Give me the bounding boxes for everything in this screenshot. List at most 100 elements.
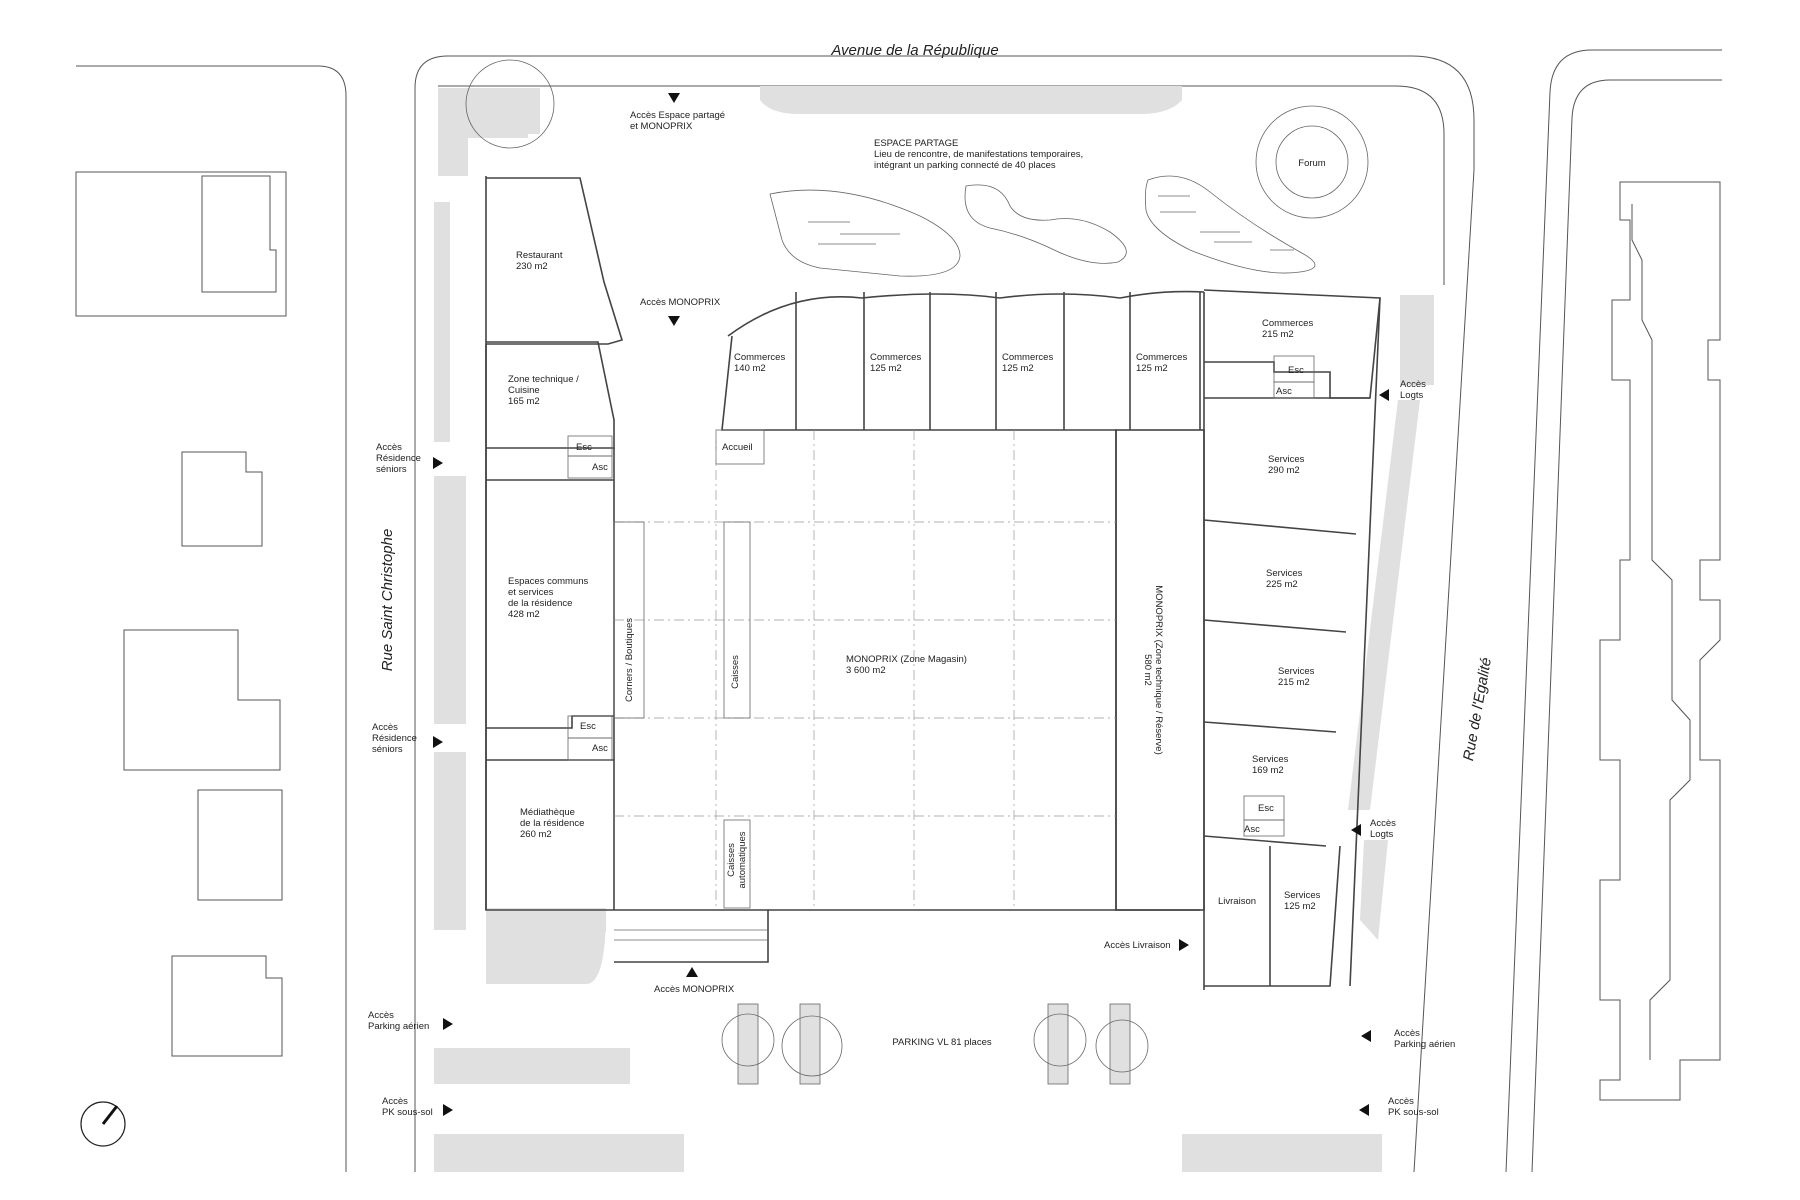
access-arrow-icon [668, 93, 680, 103]
building-outline [485, 176, 1381, 990]
access-arrow-icon [686, 967, 698, 977]
asc-label-line: Asc [592, 462, 608, 473]
esc-label: Esc [580, 721, 596, 732]
asc-label: Asc [1244, 824, 1260, 835]
access-parking-aerien-east-line: Parking aérien [1394, 1039, 1455, 1050]
room-espace-partage-line: intégrant un parking connecté de 40 plac… [874, 160, 1056, 171]
room-zone-technique-cuisine-line: Cuisine [508, 385, 540, 396]
room-monoprix-magasin-line: MONOPRIX (Zone Magasin) [846, 654, 967, 665]
room-services-2-line: 225 m2 [1266, 579, 1298, 590]
room-services-5-line: 125 m2 [1284, 901, 1316, 912]
room-services-4-line: Services [1252, 754, 1289, 765]
room-espace-partage-line: ESPACE PARTAGE [874, 138, 958, 149]
room-monoprix-magasin: MONOPRIX (Zone Magasin)3 600 m2 [846, 654, 967, 676]
room-commerces-2-line: Commerces [870, 352, 921, 363]
room-services-1-line: Services [1268, 454, 1305, 465]
access-livraison-line: Accès Livraison [1104, 940, 1171, 951]
room-livraison-line: Livraison [1218, 896, 1256, 907]
room-restaurant-line: Restaurant [516, 250, 563, 261]
access-pk-sous-sol-west-line: Accès [382, 1096, 408, 1107]
access-pk-sous-sol-west-line: PK sous-sol [382, 1107, 433, 1118]
room-corners: Corners / Boutiques [624, 618, 635, 702]
access-espace-partage-monoprix-line: et MONOPRIX [630, 121, 693, 132]
access-parking-aerien-west-line: Accès [368, 1010, 394, 1021]
room-espace-partage-line: Lieu de rencontre, de manifestations tem… [874, 149, 1083, 160]
access-monoprix-north-line: Accès MONOPRIX [640, 297, 721, 308]
esc-label: Esc [1258, 803, 1274, 814]
plaza-islands [769, 105, 1369, 277]
esc-label: Esc [576, 442, 592, 453]
room-zone-technique-cuisine-line: 165 m2 [508, 396, 540, 407]
access-espace-partage-monoprix-line: Accès Espace partagé [630, 110, 725, 121]
room-forum: Forum [1298, 158, 1326, 169]
esc-label-line: Esc [1288, 365, 1304, 376]
access-livraison: Accès Livraison [1104, 940, 1171, 951]
asc-label: Asc [592, 462, 608, 473]
north-arrow-icon [80, 1101, 126, 1147]
room-commerces-1-line: Commerces [734, 352, 785, 363]
room-commerces-4-line: 125 m2 [1136, 363, 1168, 374]
access-residence-seniors-1-line: Résidence [376, 453, 421, 464]
room-commerces-3-line: 125 m2 [1002, 363, 1034, 374]
access-logts-2-line: Logts [1370, 829, 1393, 840]
room-monoprix-reserve-line: MONOPRIX (Zone technique / Réserve) [1153, 585, 1164, 754]
room-parking: PARKING VL 81 places [892, 1037, 992, 1048]
context-buildings-east [1599, 181, 1721, 1101]
room-mediatheque-line: de la résidence [520, 818, 584, 829]
asc-label-line: Asc [1244, 824, 1260, 835]
room-services-2-line: Services [1266, 568, 1303, 579]
room-zone-technique-cuisine-line: Zone technique / [508, 374, 579, 385]
access-monoprix-south: Accès MONOPRIX [654, 984, 735, 995]
context-buildings-west [75, 171, 287, 1057]
planting-strips [434, 59, 1434, 1172]
structural-grid [613, 430, 1116, 910]
room-caisses-auto-line: Caisses [726, 843, 737, 877]
room-services-1-line: 290 m2 [1268, 465, 1300, 476]
access-logts-1-line: Accès [1400, 379, 1426, 390]
room-accueil-line: Accueil [722, 442, 753, 453]
access-arrow-icon [668, 316, 680, 326]
room-corners-line: Corners / Boutiques [624, 618, 635, 702]
asc-label-line: Asc [592, 743, 608, 754]
room-livraison: Livraison [1218, 896, 1256, 907]
room-mediatheque-line: Médiathèque [520, 807, 575, 818]
room-espaces-communs-line: Espaces communs [508, 576, 589, 587]
room-mediatheque-line: 260 m2 [520, 829, 552, 840]
room-parking-line: PARKING VL 81 places [892, 1037, 992, 1048]
access-arrow-icon [433, 736, 443, 748]
access-logts-2-line: Accès [1370, 818, 1396, 829]
room-caisses-auto: Caissesautomatiques [726, 831, 748, 888]
access-arrow-icon [433, 457, 443, 469]
room-commerces-1-line: 140 m2 [734, 363, 766, 374]
room-caisses-auto-line: automatiques [737, 831, 748, 888]
context-streets [76, 49, 1722, 1173]
room-accueil: Accueil [722, 442, 753, 453]
access-parking-aerien-west-line: Parking aérien [368, 1021, 429, 1032]
room-commerces-2-line: 125 m2 [870, 363, 902, 374]
asc-label: Asc [1276, 386, 1292, 397]
room-services-5-line: Services [1284, 890, 1321, 901]
street-west-label: Rue Saint Christophe [379, 529, 396, 672]
access-pk-sous-sol-east-line: Accès [1388, 1096, 1414, 1107]
access-arrow-icon [443, 1104, 453, 1116]
